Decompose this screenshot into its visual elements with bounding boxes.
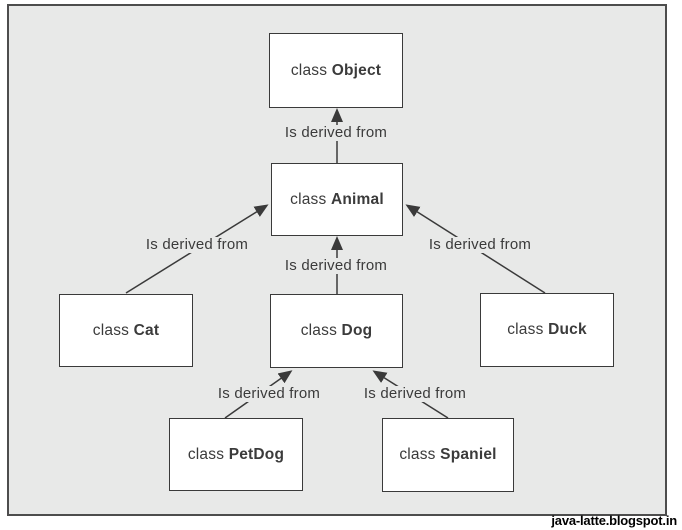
class-box-spaniel: class Spaniel	[382, 418, 514, 492]
watermark-text: java-latte.blogspot.in	[551, 513, 677, 528]
class-name: Duck	[548, 321, 587, 338]
class-name: Spaniel	[440, 446, 497, 463]
class-box-animal: class Animal	[271, 163, 403, 236]
class-name: Dog	[341, 322, 373, 339]
class-keyword: class	[92, 321, 130, 339]
class-box-object: class Object	[269, 33, 403, 108]
class-keyword: class	[507, 321, 544, 338]
class-name: Cat	[133, 321, 160, 339]
class-box-dog: class Dog	[270, 294, 403, 368]
class-name: PetDog	[228, 445, 285, 463]
class-name: Object	[331, 61, 382, 79]
class-box-petdog: class PetDog	[169, 418, 303, 491]
edge-label-dog-to-animal: Is derived from	[281, 258, 391, 274]
class-keyword: class	[187, 445, 225, 463]
class-keyword: class	[290, 190, 327, 208]
edge-label-spaniel-to-dog: Is derived from	[360, 386, 470, 402]
class-name: Animal	[330, 190, 384, 208]
edge-label-cat-to-animal: Is derived from	[142, 237, 252, 253]
edge-label-duck-to-animal: Is derived from	[425, 237, 535, 253]
class-keyword: class	[290, 61, 328, 79]
edge-label-animal-to-object: Is derived from	[281, 125, 391, 141]
class-box-cat: class Cat	[59, 294, 193, 367]
class-keyword: class	[300, 322, 338, 339]
edge-label-petdog-to-dog: Is derived from	[214, 386, 324, 402]
class-box-duck: class Duck	[480, 293, 614, 367]
class-keyword: class	[399, 446, 436, 463]
